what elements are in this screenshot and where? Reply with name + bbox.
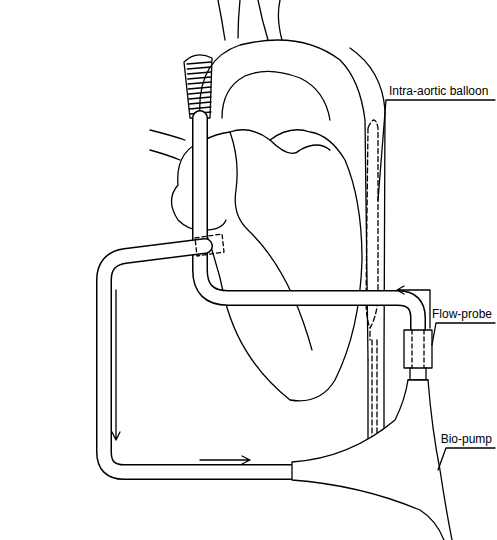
arterial-graft (184, 55, 212, 118)
graft-ribs (187, 62, 211, 114)
flow-probe (404, 330, 432, 368)
flow-probe-bore (412, 330, 424, 368)
graft-rib (187, 67, 211, 69)
vena-cava (150, 130, 185, 160)
venous-cannula (195, 234, 224, 256)
flow-arrow (112, 290, 120, 440)
graft-rib (188, 87, 211, 89)
graft-rib (189, 92, 212, 94)
leader-line (378, 100, 495, 200)
probe-label: Flow-probe (431, 307, 493, 321)
graft-rib (189, 107, 211, 109)
graft-rib (189, 97, 211, 99)
flow-arrow (200, 456, 250, 464)
pump-label: Bio-pump (440, 432, 493, 446)
graft-rib (188, 72, 212, 74)
graft-rib (189, 102, 211, 104)
aortic-arch (200, 40, 368, 360)
graft-rib (187, 62, 211, 64)
heart-detail (205, 132, 330, 350)
graft-rib (188, 77, 211, 79)
tubing (104, 118, 418, 472)
descending-aorta (350, 48, 385, 440)
balloon-catheter (372, 340, 377, 440)
bio-pump (292, 380, 452, 540)
great-vessels (218, 0, 282, 40)
flow-arrow (397, 286, 430, 328)
leader-line (438, 448, 495, 470)
graft-rib (188, 82, 211, 84)
leader-line (432, 323, 495, 345)
intra-aortic-balloon (366, 120, 378, 340)
pump-inlet (408, 368, 428, 380)
balloon-label: Intra-aortic balloon (388, 84, 489, 98)
